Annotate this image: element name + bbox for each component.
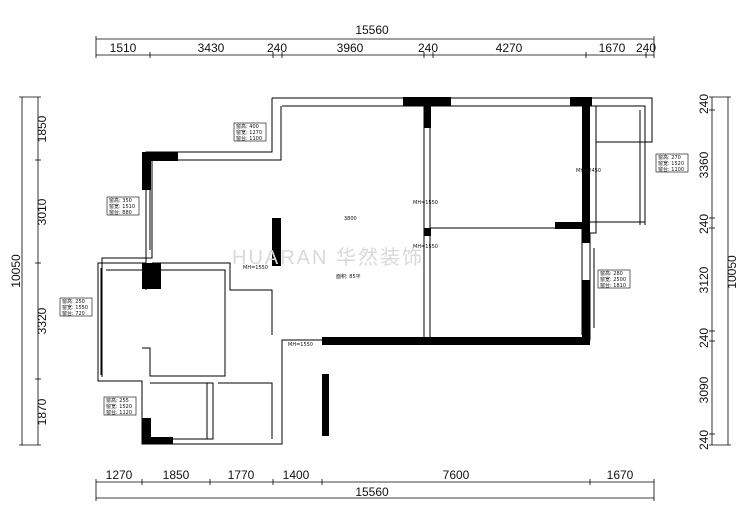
top-dim-7: 1670 [599,41,626,55]
walls [97,97,653,445]
top-dim-1: 1510 [110,41,137,55]
top-dimension-chain: 15560 1510 3430 240 3960 240 4270 1670 2… [95,23,656,58]
watermark: HUARAN 华然装饰 [232,246,424,269]
right-dim-7: 240 [697,430,711,450]
right-dim-5: 240 [697,328,711,348]
right-dim-3: 240 [697,214,711,234]
tag-line: 窗宽: 1270 [236,129,262,136]
tag-line: 窗高: 400 [236,123,259,130]
top-dim-4: 3960 [337,41,364,55]
mh-label-living: MH=1550 [243,265,268,271]
top-dim-5: 240 [418,41,438,55]
right-dimension-chain: 240 3360 240 3120 240 3090 240 10050 [697,94,739,450]
tag-line: 窗台: 720 [62,310,85,317]
area-label: 面积: 85平 [336,273,361,280]
bottom-dimension-chain: 1270 1850 1770 1400 7600 1670 15560 [95,468,655,501]
tag-line: 窗台: 1120 [106,409,132,416]
mh-label-mid: MH=1550 [413,200,438,206]
structural-columns [142,97,592,444]
tag-line: 窗台: 880 [109,209,132,216]
tag-line: 窗宽: 1520 [658,160,684,167]
tag-line: 窗高: 280 [600,270,623,277]
tag-line: 窗高: 350 [109,197,132,204]
top-dim-6: 4270 [496,41,523,55]
bottom-dim-1: 1270 [106,468,133,482]
tag-line: 窗高: 255 [106,397,129,404]
bottom-dim-4: 1400 [283,468,310,482]
tag-line: 窗台: 1100 [658,166,684,173]
top-dim-2: 3430 [198,41,225,55]
window-tag-right-upper: 窗高: 270 窗宽: 1520 窗台: 1100 [655,153,689,173]
left-dim-2: 3010 [35,198,49,225]
bottom-dim-5: 7600 [443,468,470,482]
top-dim-3: 240 [267,41,287,55]
right-dim-6: 3090 [697,376,711,403]
bottom-dim-2: 1850 [163,468,190,482]
left-total-dimension: 10050 [9,254,23,288]
mh-label-balcony: MH=2450 [576,168,601,174]
center-small-label: 3800 [344,216,357,222]
window-tag-left-lower: 窗高: 250 窗宽: 1550 窗台: 720 [59,297,93,317]
left-dimension-chain: 10050 1850 3010 3320 1870 [9,96,49,446]
top-total-dimension: 15560 [355,23,389,37]
mh-label-kitchen: MH=1550 [288,342,313,348]
right-total-dimension: 10050 [725,255,739,289]
window-tag-bottom-left: 窗高: 255 窗宽: 1520 窗台: 1120 [103,396,137,416]
tag-line: 窗高: 250 [62,298,85,305]
right-dim-4: 3120 [697,266,711,293]
right-dim-2: 3360 [697,151,711,178]
bottom-dim-6: 1670 [607,468,634,482]
left-dim-4: 1870 [35,398,49,425]
mh-label-room: MH=1550 [413,244,438,250]
tag-line: 窗宽: 1510 [109,203,135,210]
top-dim-8: 240 [636,41,656,55]
tag-line: 窗宽: 1520 [106,403,132,410]
window-tag-left-upper: 窗高: 350 窗宽: 1510 窗台: 880 [106,196,140,216]
bottom-total-dimension: 15560 [355,485,389,499]
tag-line: 窗宽: 1550 [62,304,88,311]
left-dim-3: 3320 [35,307,49,334]
tag-line: 窗台: 1810 [600,282,626,289]
right-dim-1: 240 [697,94,711,114]
tag-line: 窗高: 270 [658,154,681,161]
tag-line: 窗宽: 2500 [600,276,626,283]
left-dim-1: 1850 [35,115,49,142]
window-tag-top-left: 窗高: 400 窗宽: 1270 窗台: 1100 [233,122,267,142]
bottom-dim-3: 1770 [228,468,255,482]
window-tag-right-lower: 窗高: 280 窗宽: 2500 窗台: 1810 [597,269,631,289]
tag-line: 窗台: 1100 [236,135,262,142]
